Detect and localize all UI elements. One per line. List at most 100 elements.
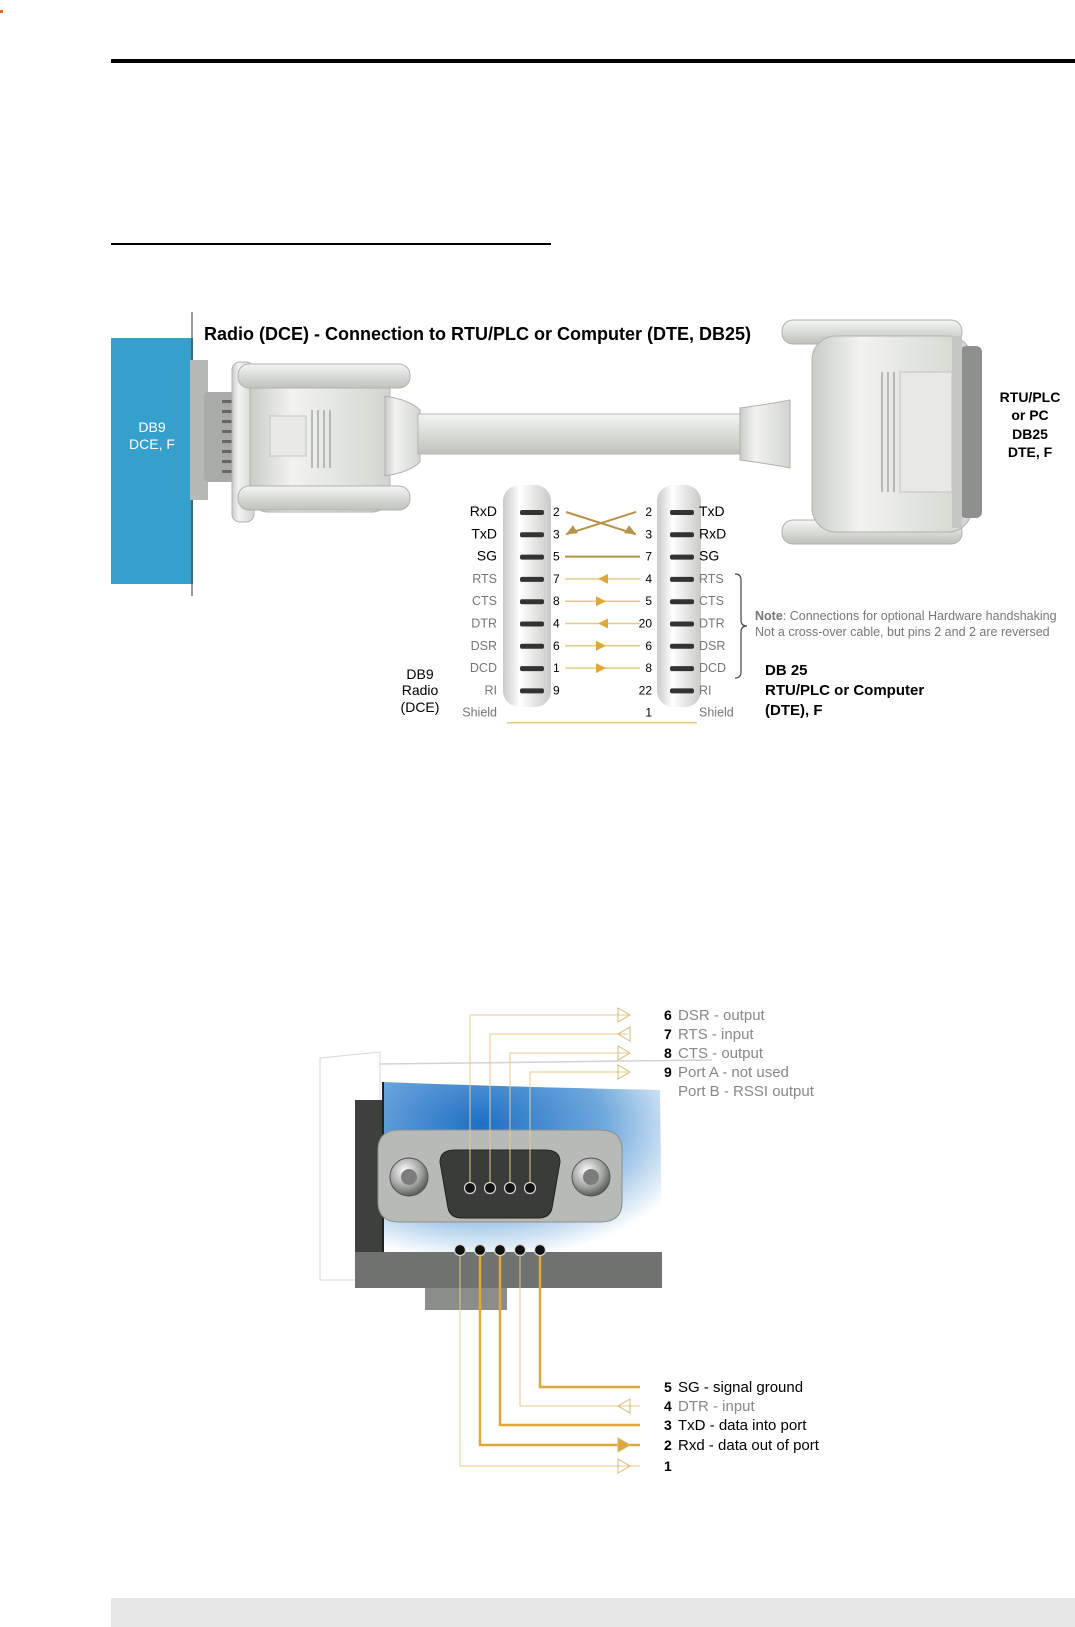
db9-pin-1: 1	[553, 661, 560, 675]
db9-pin-contact	[520, 532, 544, 538]
port-pin-5	[533, 1243, 547, 1257]
db25-pin-contact	[670, 666, 694, 672]
db25-pin-contact	[670, 599, 694, 605]
db9-signal-dsr: DSR	[471, 639, 497, 653]
db9-caption-2: Radio	[402, 682, 439, 698]
db25-pin-block	[657, 485, 701, 707]
db25-pin-contact	[670, 532, 694, 538]
db9-pin-3: 3	[553, 527, 560, 541]
db9-db25-cable-diagram: DB9 DCE, F	[111, 312, 1061, 724]
crossover-wire-2	[565, 511, 637, 536]
input-arrow-icon	[617, 1026, 631, 1042]
figure1-title: Radio (DCE) - Connection to RTU/PLC or C…	[204, 324, 751, 344]
db9-pin-contact	[520, 643, 544, 649]
pin-number: 8	[664, 1045, 672, 1061]
header-rule	[111, 59, 1075, 63]
db25-pin-contact	[670, 643, 694, 649]
db9-pin-contact	[520, 576, 544, 582]
db25-label-1: RTU/PLC	[1000, 389, 1061, 405]
pin-label: Port A - not used	[678, 1064, 789, 1081]
db9-pin-5: 5	[553, 550, 560, 564]
db25-pin-contact	[670, 510, 694, 515]
db9-pin-block	[503, 485, 551, 707]
callout-line	[519, 1250, 640, 1407]
db9-panel-label-2: DCE, F	[129, 436, 175, 452]
port-pin-6	[463, 1181, 477, 1195]
db9-signal-cts: CTS	[472, 594, 497, 608]
db9-signal-txd: TxD	[471, 525, 497, 541]
db25-caption-1: DB 25	[765, 662, 808, 679]
db9-pin-6: 6	[553, 639, 560, 653]
db25-pin-1: 1	[645, 706, 652, 720]
db9-signal-sg: SG	[477, 548, 497, 564]
db9-pin-8: 8	[553, 594, 560, 608]
output-arrow-icon	[617, 1458, 631, 1474]
pin-label: TxD - data into port	[678, 1417, 807, 1434]
handshake-note-line2: Not a cross-over cable, but pins 2 and 2…	[755, 625, 1050, 639]
db9-signal-rts: RTS	[472, 572, 497, 586]
output-arrow-icon	[617, 1064, 631, 1080]
cable	[417, 413, 755, 455]
db25-label-2: or PC	[1011, 407, 1048, 423]
db25-caption-3: (DTE), F	[765, 702, 823, 719]
pin-number: 7	[664, 1026, 672, 1042]
db25-pin-20: 20	[639, 617, 653, 631]
port-pin-8	[503, 1181, 517, 1195]
db9-port	[377, 1129, 623, 1223]
pin-label: Rxd - data out of port	[678, 1437, 820, 1454]
db9-pin-contact	[520, 599, 544, 605]
port-pin-2	[473, 1243, 487, 1257]
port-pin-9	[523, 1181, 537, 1195]
db9-signal-dtr: DTR	[471, 617, 497, 631]
callout-line	[469, 1014, 628, 1188]
db9-panel	[111, 338, 193, 584]
db9-signal-dcd: DCD	[470, 661, 497, 675]
pin-label: CTS - output	[678, 1045, 764, 1062]
section-underline	[111, 243, 551, 245]
output-arrow-icon	[617, 1007, 631, 1023]
db9-signal-rxd: RxD	[470, 503, 497, 519]
wire-arrow-icon	[598, 573, 608, 584]
handshake-brace	[734, 573, 748, 679]
db25-signal-rxd: RxD	[699, 525, 726, 541]
pin-number: 1	[664, 1458, 672, 1474]
db9-signal-shield: Shield	[462, 706, 497, 720]
db9-connector	[190, 360, 421, 523]
pin-number: 9	[664, 1064, 672, 1080]
port-pin-1	[453, 1243, 467, 1257]
db25-pin-contact	[670, 688, 694, 694]
db25-signal-sg: SG	[699, 548, 719, 564]
db25-label-3: DB25	[1012, 426, 1048, 442]
wire-arrow-icon	[596, 640, 606, 651]
db25-caption-2: RTU/PLC or Computer	[765, 682, 924, 699]
wire-arrow-icon	[596, 663, 606, 674]
db25-pin-4: 4	[645, 572, 652, 586]
callout-line	[478, 1250, 640, 1447]
db25-pin-3: 3	[645, 527, 652, 541]
footer-bar	[111, 1598, 1075, 1627]
pin-number: 2	[664, 1437, 672, 1453]
db9-pin-contact	[520, 554, 544, 560]
callout-line	[498, 1250, 640, 1427]
callout-line	[489, 1033, 628, 1188]
db9-caption-3: (DCE)	[401, 699, 440, 715]
db25-signal-cts: CTS	[699, 594, 724, 608]
db25-pin-contact	[670, 576, 694, 582]
db9-pin-contact	[520, 688, 544, 694]
pin-label: SG - signal ground	[678, 1379, 803, 1396]
db9-signal-ri: RI	[485, 683, 498, 697]
callout-line	[529, 1071, 628, 1188]
port-pin-3	[493, 1243, 507, 1257]
handshake-note-line1: Note: Connections for optional Hardware …	[755, 609, 1057, 623]
port-pin-4	[513, 1243, 527, 1257]
callout-line	[509, 1052, 628, 1188]
port-pin-7	[483, 1181, 497, 1195]
db9-pin-contact	[520, 621, 544, 627]
db25-pin-6: 6	[645, 639, 652, 653]
db9-pin-contact	[520, 510, 544, 515]
crossover-arrow-icon	[624, 525, 636, 535]
pin-number: 5	[664, 1379, 672, 1395]
pin-label: RTS - input	[678, 1026, 754, 1043]
db25-signal-dcd: DCD	[699, 661, 726, 675]
